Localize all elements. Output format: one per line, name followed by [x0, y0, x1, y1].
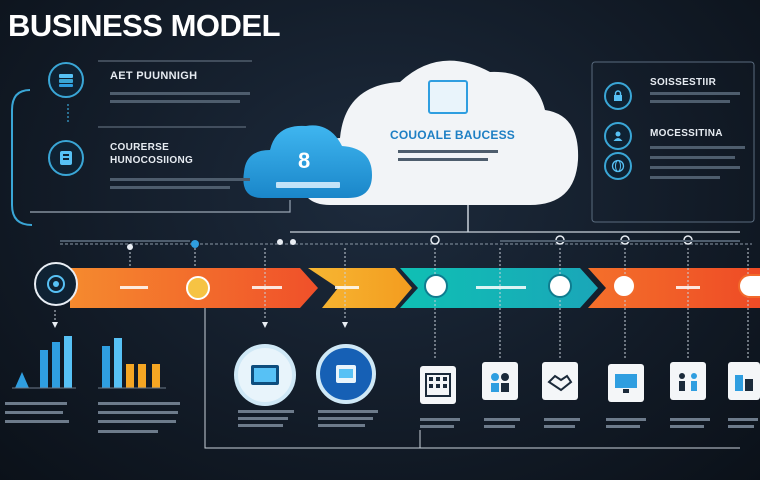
left-item1-title: AET PUUNNIGH — [110, 70, 198, 82]
caption-calculator — [420, 418, 460, 428]
caption-team — [484, 418, 520, 428]
globe-icon — [604, 152, 632, 180]
cloud-title: COUOALE BAUCESS — [390, 128, 516, 142]
lock-icon — [604, 82, 632, 110]
calculator-icon — [420, 366, 456, 404]
caption-building — [728, 418, 758, 428]
caption-people — [670, 418, 710, 428]
left-item2-title-line2: HUNOCOSIIONG — [110, 155, 194, 166]
bar-chart-right — [98, 338, 166, 389]
caption-handshake — [544, 418, 580, 428]
page-title: BUSINESS MODEL — [8, 8, 281, 43]
bar-chart-left — [12, 336, 76, 389]
stack-icon — [48, 62, 84, 98]
user-icon — [604, 122, 632, 150]
chat-icon — [612, 274, 636, 298]
handshake-icon — [542, 362, 578, 400]
arrow-segment-2 — [308, 268, 412, 308]
target-icon — [34, 262, 78, 306]
clock-icon — [738, 274, 760, 298]
tablet-icon — [316, 344, 376, 404]
right-item1-title: SOISSESTIIR — [650, 77, 717, 88]
left-bracket-line — [11, 89, 33, 226]
team-icon — [482, 362, 518, 400]
briefcase-icon — [428, 80, 468, 114]
book-caption — [238, 410, 294, 432]
left-item2-title-line1: COURERSE — [110, 142, 170, 153]
gear-icon — [424, 274, 448, 298]
blue-cloud-badge: 8 — [298, 148, 311, 173]
building-icon — [728, 362, 760, 400]
blue-cloud — [243, 125, 372, 198]
people-icon — [670, 362, 706, 400]
right-item2-title: MOCESSITINA — [650, 128, 723, 139]
left-panel-connector — [30, 200, 291, 213]
tablet-caption — [318, 410, 378, 432]
server-icon — [48, 140, 84, 176]
calendar-icon — [186, 276, 210, 300]
blue-cloud-caption — [276, 182, 340, 188]
book-icon — [234, 344, 296, 406]
right-panel-frame — [591, 61, 755, 223]
caption-monitor — [606, 418, 646, 428]
monitor-icon — [608, 364, 644, 402]
person-icon — [548, 274, 572, 298]
